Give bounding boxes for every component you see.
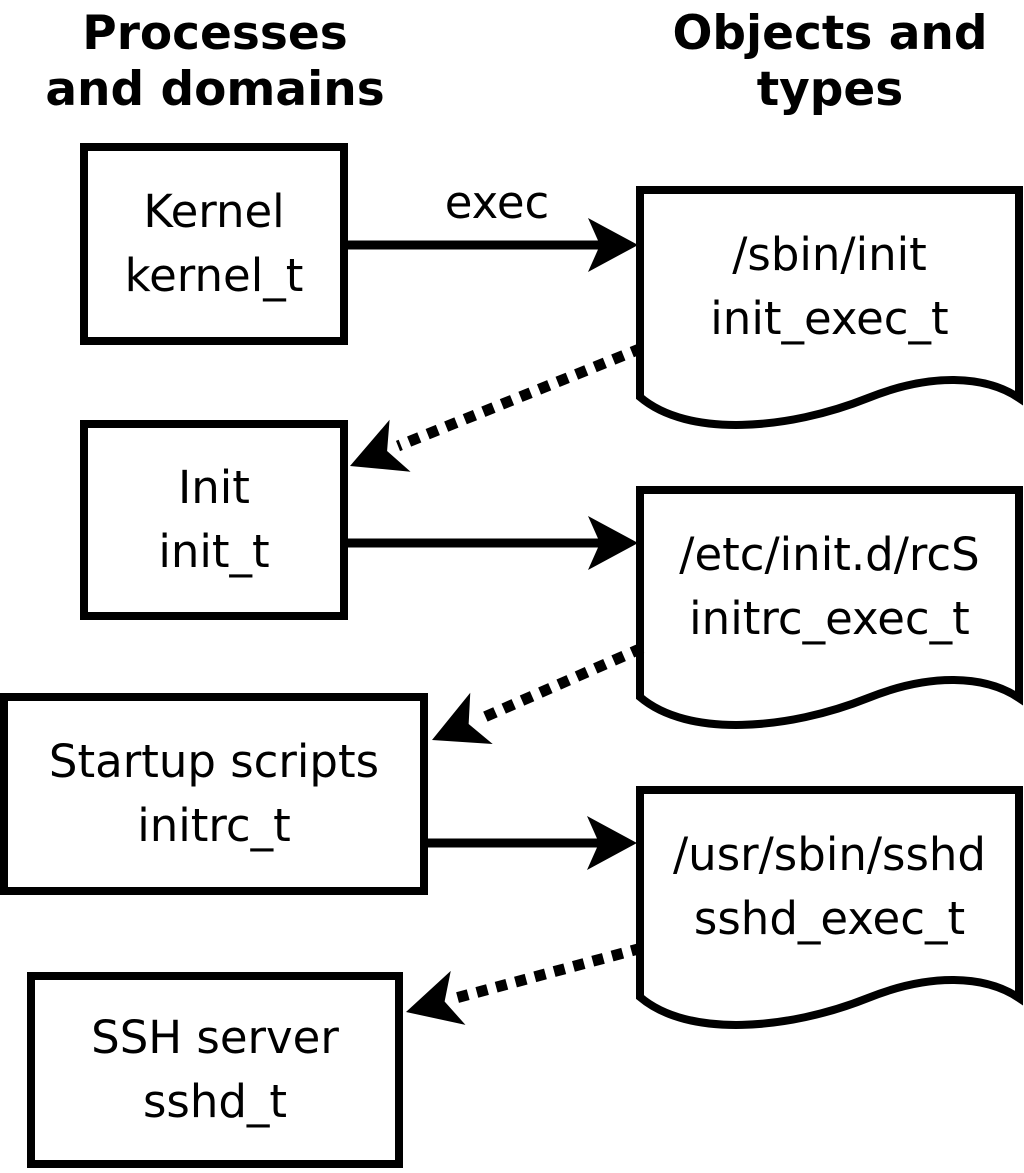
arrowhead-icon <box>350 419 411 472</box>
process-domain: kernel_t <box>124 249 304 302</box>
object-path: /sbin/init <box>732 228 927 281</box>
object-type: init_exec_t <box>710 292 949 345</box>
object-doc-sbin-init: /sbin/init init_exec_t <box>640 192 1019 382</box>
arrowhead-icon <box>587 816 637 870</box>
process-domain: initrc_t <box>137 799 291 852</box>
process-box-init: Init init_t <box>80 420 348 620</box>
column-header-processes: Processes and domains <box>5 6 425 118</box>
column-header-processes-line2: and domains <box>45 62 385 117</box>
process-domain: sshd_t <box>142 1075 288 1128</box>
column-header-processes-line1: Processes <box>82 6 348 61</box>
object-doc-etc-initd-rcs: /etc/init.d/rcS initrc_exec_t <box>640 492 1019 682</box>
object-type: sshd_exec_t <box>693 892 966 945</box>
arrowhead-icon <box>406 970 466 1025</box>
process-name: Init <box>178 461 250 514</box>
arrowhead-icon <box>432 692 493 745</box>
process-box-startup-scripts: Startup scripts initrc_t <box>0 693 428 895</box>
transition-arrow-sshd-to-sshd-t <box>406 942 644 1025</box>
transition-arrow-sbin-init-to-init-t <box>350 342 645 472</box>
process-box-ssh-server: SSH server sshd_t <box>27 972 403 1168</box>
arrowhead-icon <box>588 516 638 570</box>
process-domain: init_t <box>158 525 270 578</box>
process-name: Startup scripts <box>48 735 380 788</box>
process-box-kernel: Kernel kernel_t <box>80 143 348 345</box>
object-doc-usr-sbin-sshd: /usr/sbin/sshd sshd_exec_t <box>640 792 1019 982</box>
exec-arrow-init-to-rcs <box>348 516 638 570</box>
exec-arrow-label: exec <box>444 176 550 229</box>
exec-arrow-startup-to-sshd <box>428 816 637 870</box>
column-header-objects: Objects and types <box>620 6 1024 118</box>
object-path: /etc/init.d/rcS <box>679 528 980 581</box>
process-name: Kernel <box>143 185 285 238</box>
object-type: initrc_exec_t <box>689 592 970 645</box>
transition-arrow-rcs-to-initrc-t <box>432 642 645 745</box>
process-name: SSH server <box>91 1011 339 1064</box>
object-path: /usr/sbin/sshd <box>673 828 986 881</box>
column-header-objects-line2: types <box>756 62 904 117</box>
column-header-objects-line1: Objects and <box>672 6 988 61</box>
